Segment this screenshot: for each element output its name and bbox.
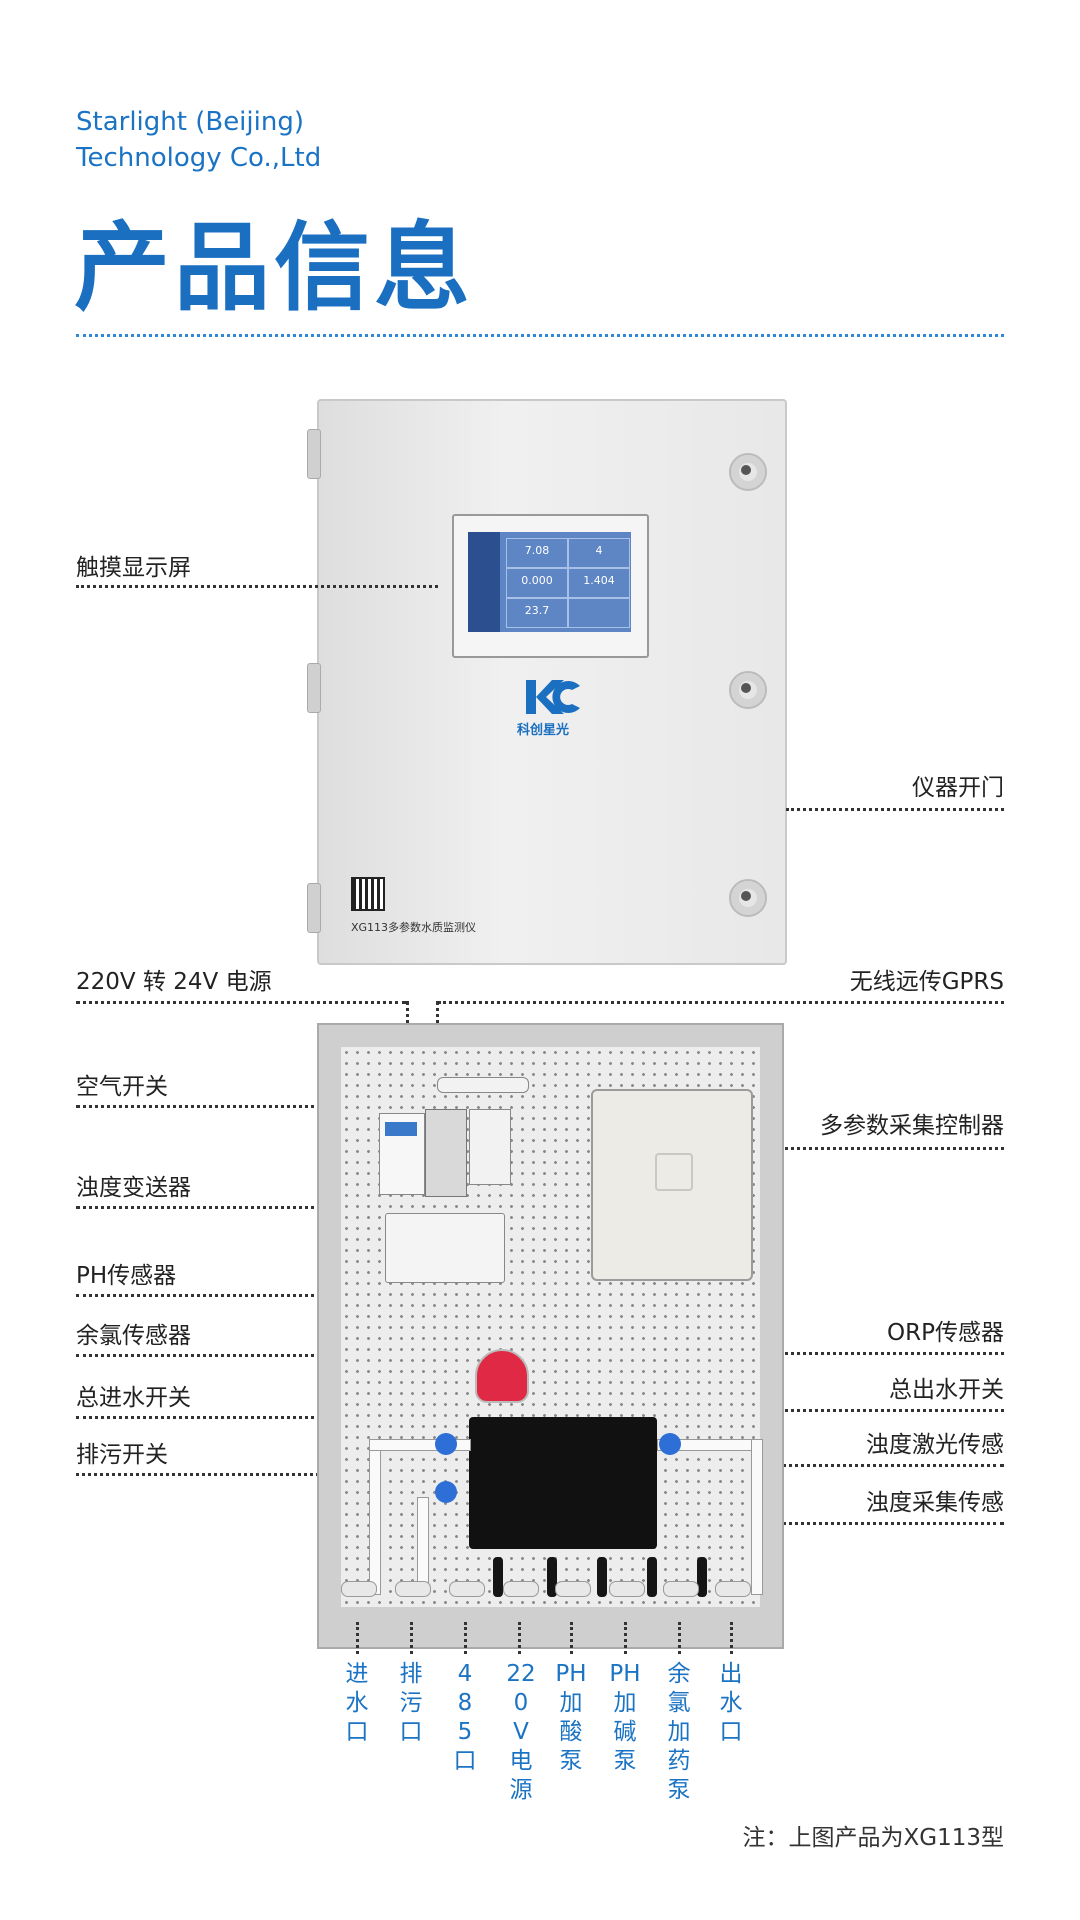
company-name: Starlight (Beijing) Technology Co.,Ltd [76,104,321,176]
leader-line [438,1001,1004,1004]
label-drain-switch: 排污开关 [76,1442,168,1468]
power-port [503,1581,539,1597]
leader-line [690,1147,1004,1150]
hinge-icon [307,883,321,933]
touch-screen: 7.08 4 0.000 1.404 23.7 [452,514,649,658]
hinge-icon [307,429,321,479]
company-name-line2: Technology Co.,Ltd [76,143,322,173]
leader-line [76,1416,416,1419]
lock-icon [729,671,767,709]
inlet-pipe [369,1443,381,1595]
leader-line [620,1464,1004,1467]
collection-controller [591,1089,753,1281]
leader-line [76,1206,406,1209]
leader-line [786,808,1004,811]
screen-value-empty [568,598,630,628]
antenna-icon [437,1077,529,1093]
closed-cabinet-image: 7.08 4 0.000 1.404 23.7 科创星光 XG113多参数水质监… [307,399,787,965]
gprs-module [469,1109,511,1185]
leader-line [680,1522,1004,1525]
leader-line [76,1105,376,1108]
label-inlet-switch: 总进水开关 [76,1385,191,1411]
company-name-line1: Starlight (Beijing) [76,107,304,137]
label-turbidity-transmitter: 浊度变送器 [76,1175,191,1201]
header-divider [76,334,1004,337]
leader-line [76,1294,536,1297]
port-label-chlorine-pump: 余氯加药泵 [667,1661,691,1803]
outlet-valve-icon [659,1433,681,1455]
leader-line [76,1473,421,1476]
mounting-panel [341,1047,763,1607]
label-door: 仪器开门 [912,775,1004,801]
hinge-icon [307,663,321,713]
air-switch [379,1113,425,1195]
inlet-valve-icon [435,1433,457,1455]
label-breaker: 空气开关 [76,1074,168,1100]
lock-icon [729,879,767,917]
screen-value: 23.7 [506,598,568,628]
label-power: 220V 转 24V 电源 [76,969,272,995]
port-485 [449,1581,485,1597]
label-outlet-switch: 总出水开关 [889,1377,1004,1403]
label-controller: 多参数采集控制器 [820,1113,1004,1139]
port-label-outlet: 出水口 [719,1661,743,1745]
open-cabinet-image [317,1023,784,1649]
label-gprs: 无线远传GPRS [849,969,1004,995]
port-label-drain: 排污口 [399,1661,423,1745]
acid-pump-port [555,1581,591,1597]
leader-line [582,1352,1004,1355]
alkali-pump-port [609,1581,645,1597]
outlet-pipe [751,1439,763,1595]
label-touch-screen: 触摸显示屏 [76,555,191,581]
leader-line [76,1354,536,1357]
drain-port [395,1581,431,1597]
label-turbidity-laser: 浊度激光传感 [866,1432,1004,1458]
power-supply [425,1109,467,1197]
port-label-inlet: 进水口 [345,1661,369,1745]
turbidity-transmitter [385,1213,505,1283]
inlet-port [341,1581,377,1597]
sensor-block [469,1417,657,1549]
label-ph: PH传感器 [76,1263,177,1289]
kc-logo-icon [526,680,580,714]
chlorine-flask [475,1349,529,1403]
screen-value: 7.08 [506,538,568,568]
lock-icon [729,453,767,491]
page-title: 产品信息 [74,211,474,324]
leader-line [76,1001,406,1004]
qr-code-icon [351,877,385,911]
screen-value: 1.404 [568,568,630,598]
logo-text: 科创星光 [517,723,570,738]
label-turbidity-sample: 浊度采集传感 [866,1490,1004,1516]
label-orp: ORP传感器 [887,1320,1004,1346]
leader-line [630,1409,1004,1412]
outlet-port [715,1581,751,1597]
footnote: 注：上图产品为XG113型 [742,1825,1004,1851]
leader-line [76,585,438,588]
chlorine-pump-port [663,1581,699,1597]
label-chlorine: 余氯传感器 [76,1323,191,1349]
screen-value: 0.000 [506,568,568,598]
model-label: XG113多参数水质监测仪 [351,921,477,934]
drain-valve-icon [435,1481,457,1503]
screen-value: 4 [568,538,630,568]
